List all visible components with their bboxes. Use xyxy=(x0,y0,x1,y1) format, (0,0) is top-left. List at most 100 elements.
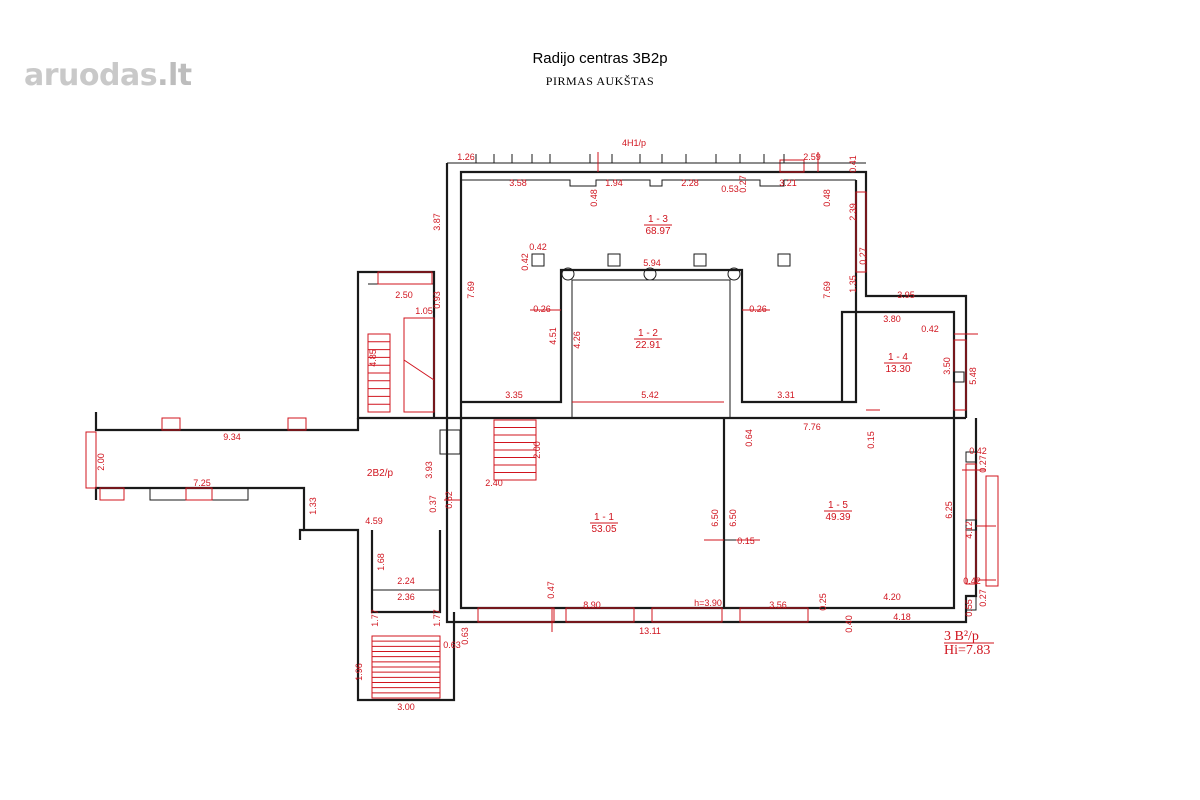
dimension-label: 0.42 xyxy=(963,576,981,586)
dimension-label: 3.58 xyxy=(509,178,527,188)
plan-code: 3 B²/p xyxy=(944,629,979,644)
columns xyxy=(439,253,977,611)
adjacent-top-label: 4H1/p xyxy=(622,138,646,148)
dimension-label: 2.24 xyxy=(397,576,415,586)
dimension-label: 0.27 xyxy=(738,175,748,193)
dimension-label: 0.64 xyxy=(744,429,754,447)
dimension-label: 0.25 xyxy=(818,593,828,611)
corridor-tick xyxy=(149,488,249,501)
dimension-label: 4.51 xyxy=(548,327,558,345)
dimension-label: 3.35 xyxy=(505,390,523,400)
dimension-label: 0.15 xyxy=(866,431,876,449)
dimension-label: 0.93 xyxy=(432,291,442,309)
top-wall-ticks xyxy=(447,154,866,164)
dimension-label: 3.50 xyxy=(942,357,952,375)
dimension-label: 13.11 xyxy=(639,626,661,636)
small-room-walls xyxy=(370,530,442,614)
dimension-label: 2.00 xyxy=(96,453,106,471)
dimension-label: 1.96 xyxy=(354,663,364,681)
dimension-label: 1.05 xyxy=(415,306,433,316)
dimension-label: 2.00 xyxy=(532,441,542,459)
room-1-3-inner-wall xyxy=(461,180,858,404)
dimension-label: 0.62 xyxy=(444,491,454,509)
room-1-2-id: 1 - 2 xyxy=(638,328,658,339)
dimension-label: 1.35 xyxy=(848,275,858,293)
floor-subtitle: PIRMAS AUKŠTAS xyxy=(545,74,655,88)
dimension-label: 0.27 xyxy=(978,589,988,607)
dimension-label: 1.77 xyxy=(432,609,442,627)
room-labels: 1 - 1 53.05 1 - 2 22.91 1 - 3 68.97 1 - … xyxy=(367,138,994,658)
watermark-name: aruodas xyxy=(24,58,158,93)
corridor-right-wall xyxy=(298,528,304,540)
dimension-label: 4.20 xyxy=(883,592,901,602)
room-1-2-area: 22.91 xyxy=(635,340,660,351)
windows xyxy=(85,159,999,623)
dimension-label: 0.27 xyxy=(978,455,988,473)
hi-value: Hi=7.83 xyxy=(944,643,990,658)
dimension-label: 4.85 xyxy=(368,349,378,367)
dimension-label: 5.42 xyxy=(641,390,659,400)
dimension-label: 9.34 xyxy=(223,432,241,442)
room-1-3-area: 68.97 xyxy=(645,226,670,237)
dimension-label: 7.76 xyxy=(803,422,821,432)
dimension-label: 2.28 xyxy=(681,178,699,188)
dimension-label: 1.68 xyxy=(376,553,386,571)
dimension-label: 4.12 xyxy=(964,521,974,539)
dimension-label: 0.42 xyxy=(529,242,547,252)
dimension-label: 4.18 xyxy=(893,612,911,622)
dimension-lines xyxy=(444,152,996,632)
dimension-label: 7.69 xyxy=(822,281,832,299)
dimension-label: 5.48 xyxy=(968,367,978,385)
dimension-label: 3.56 xyxy=(769,600,787,610)
dimension-label: 7.25 xyxy=(193,478,211,488)
dimension-label: 2.50 xyxy=(395,290,413,300)
dimension-label: 3.87 xyxy=(432,213,442,231)
dimension-label: 1.26 xyxy=(457,152,475,162)
dimension-label: 3.80 xyxy=(883,314,901,324)
dimension-label: 6.25 xyxy=(944,501,954,519)
dimension-label: 3.31 xyxy=(777,390,795,400)
watermark-tld: .lt xyxy=(157,58,192,93)
dimension-label: 0.41 xyxy=(848,155,858,173)
room-1-3-id: 1 - 3 xyxy=(648,214,668,225)
room-1-5-area: 49.39 xyxy=(825,512,850,523)
dimension-label: 1.77 xyxy=(370,609,380,627)
dimension-label: 2.36 xyxy=(397,592,415,602)
stair-entrance xyxy=(371,635,441,699)
dimension-label: 0.63 xyxy=(443,640,461,650)
dimension-label: 4.26 xyxy=(572,331,582,349)
dimension-label: 0.26 xyxy=(533,304,551,314)
dimension-label: 0.47 xyxy=(546,581,556,599)
plan-title: Radijo centras 3B2p xyxy=(532,50,668,67)
stair-left xyxy=(367,333,391,413)
dimension-label: 4.59 xyxy=(365,516,383,526)
dimension-label: 5.94 xyxy=(643,258,661,268)
dimension-label: 0.26 xyxy=(749,304,767,314)
dimension-label: 0.48 xyxy=(822,189,832,207)
entrance-stair-box xyxy=(356,612,456,702)
dimension-label: 0.42 xyxy=(921,324,939,334)
dimension-label: 3.93 xyxy=(424,461,434,479)
dimension-label: 0.27 xyxy=(858,247,868,265)
dimension-label: 0.40 xyxy=(844,615,854,633)
dimension-label: 0.42 xyxy=(520,253,530,271)
stair-central xyxy=(493,419,537,481)
dimension-label: 3.21 xyxy=(779,178,797,188)
dimension-label: 1.33 xyxy=(308,497,318,515)
room-1-1-id: 1 - 1 xyxy=(594,512,614,523)
room-1-1-area: 53.05 xyxy=(591,524,616,535)
dimension-label: 2.40 xyxy=(485,478,503,488)
dimension-label: 3.00 xyxy=(397,702,415,712)
room-1-4-id: 1 - 4 xyxy=(888,352,908,363)
corridor-bottom-wall xyxy=(94,486,360,612)
dimension-label: 3.95 xyxy=(897,290,915,300)
dimension-label: 6.50 xyxy=(710,509,720,527)
height-note: h=3.90 xyxy=(694,598,722,608)
top-wall-inner-line xyxy=(461,179,856,187)
dimension-label: 1.94 xyxy=(605,178,623,188)
dimension-label: 8.90 xyxy=(583,600,601,610)
dimension-label: 0.42 xyxy=(969,446,987,456)
